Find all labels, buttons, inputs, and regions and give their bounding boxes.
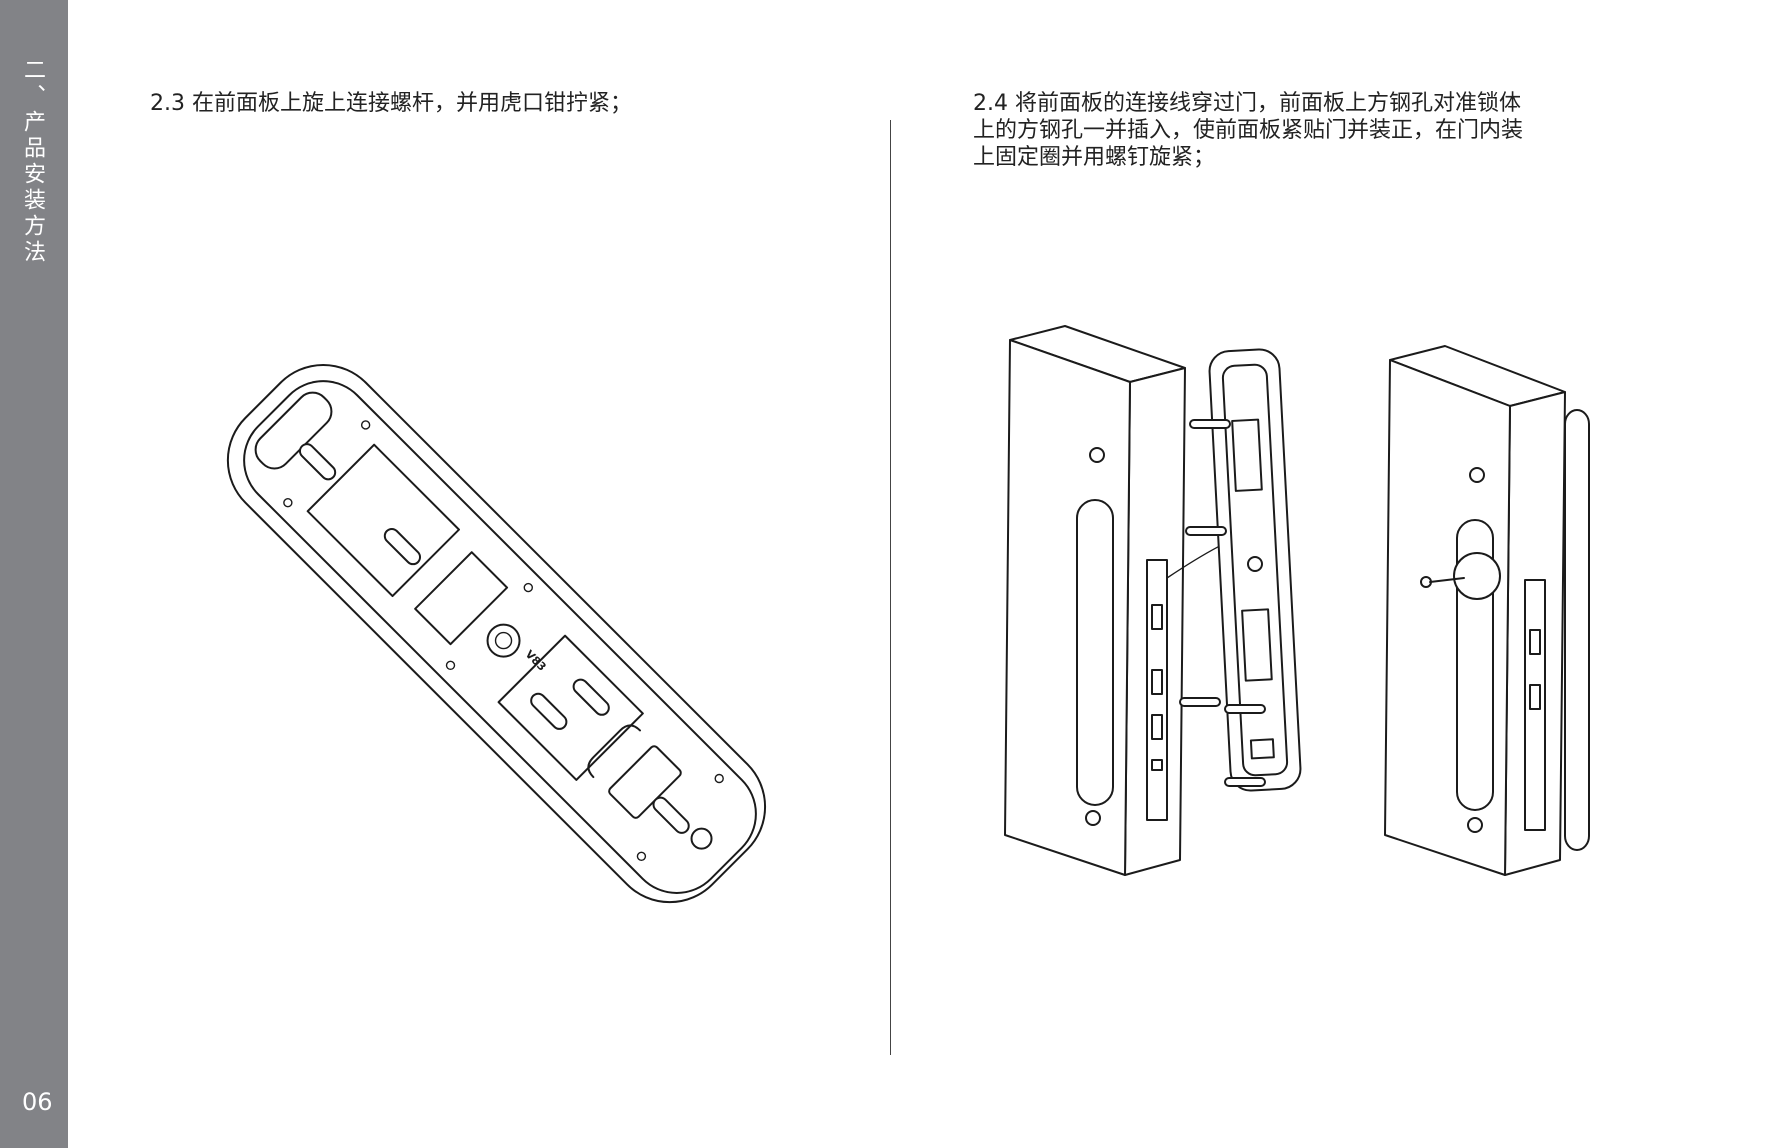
front-panel-illustration: V83 bbox=[226, 363, 767, 904]
section-title: 二、产品安装方法 bbox=[20, 58, 45, 266]
step-2-4-instruction: 2.4 将前面板的连接线穿过门，前面板上方钢孔对准锁体 上的方钢孔一并插入，使前… bbox=[973, 91, 1524, 170]
fixing-screw bbox=[1429, 577, 1465, 583]
page-number: 06 bbox=[22, 1088, 53, 1116]
fixing-ring bbox=[1453, 552, 1501, 600]
door-installation-illustration bbox=[1004, 325, 1590, 876]
front-panel bbox=[1179, 348, 1302, 792]
connecting-rods bbox=[298, 443, 690, 834]
door-front bbox=[1004, 325, 1186, 876]
sidebar: 二、产品安装方法 06 bbox=[0, 0, 68, 1148]
step-2-3-instruction: 2.3 在前面板上旋上连接螺杆，并用虎口钳拧紧； bbox=[150, 91, 632, 116]
door-rear bbox=[1384, 345, 1590, 876]
column-divider bbox=[890, 120, 891, 1055]
